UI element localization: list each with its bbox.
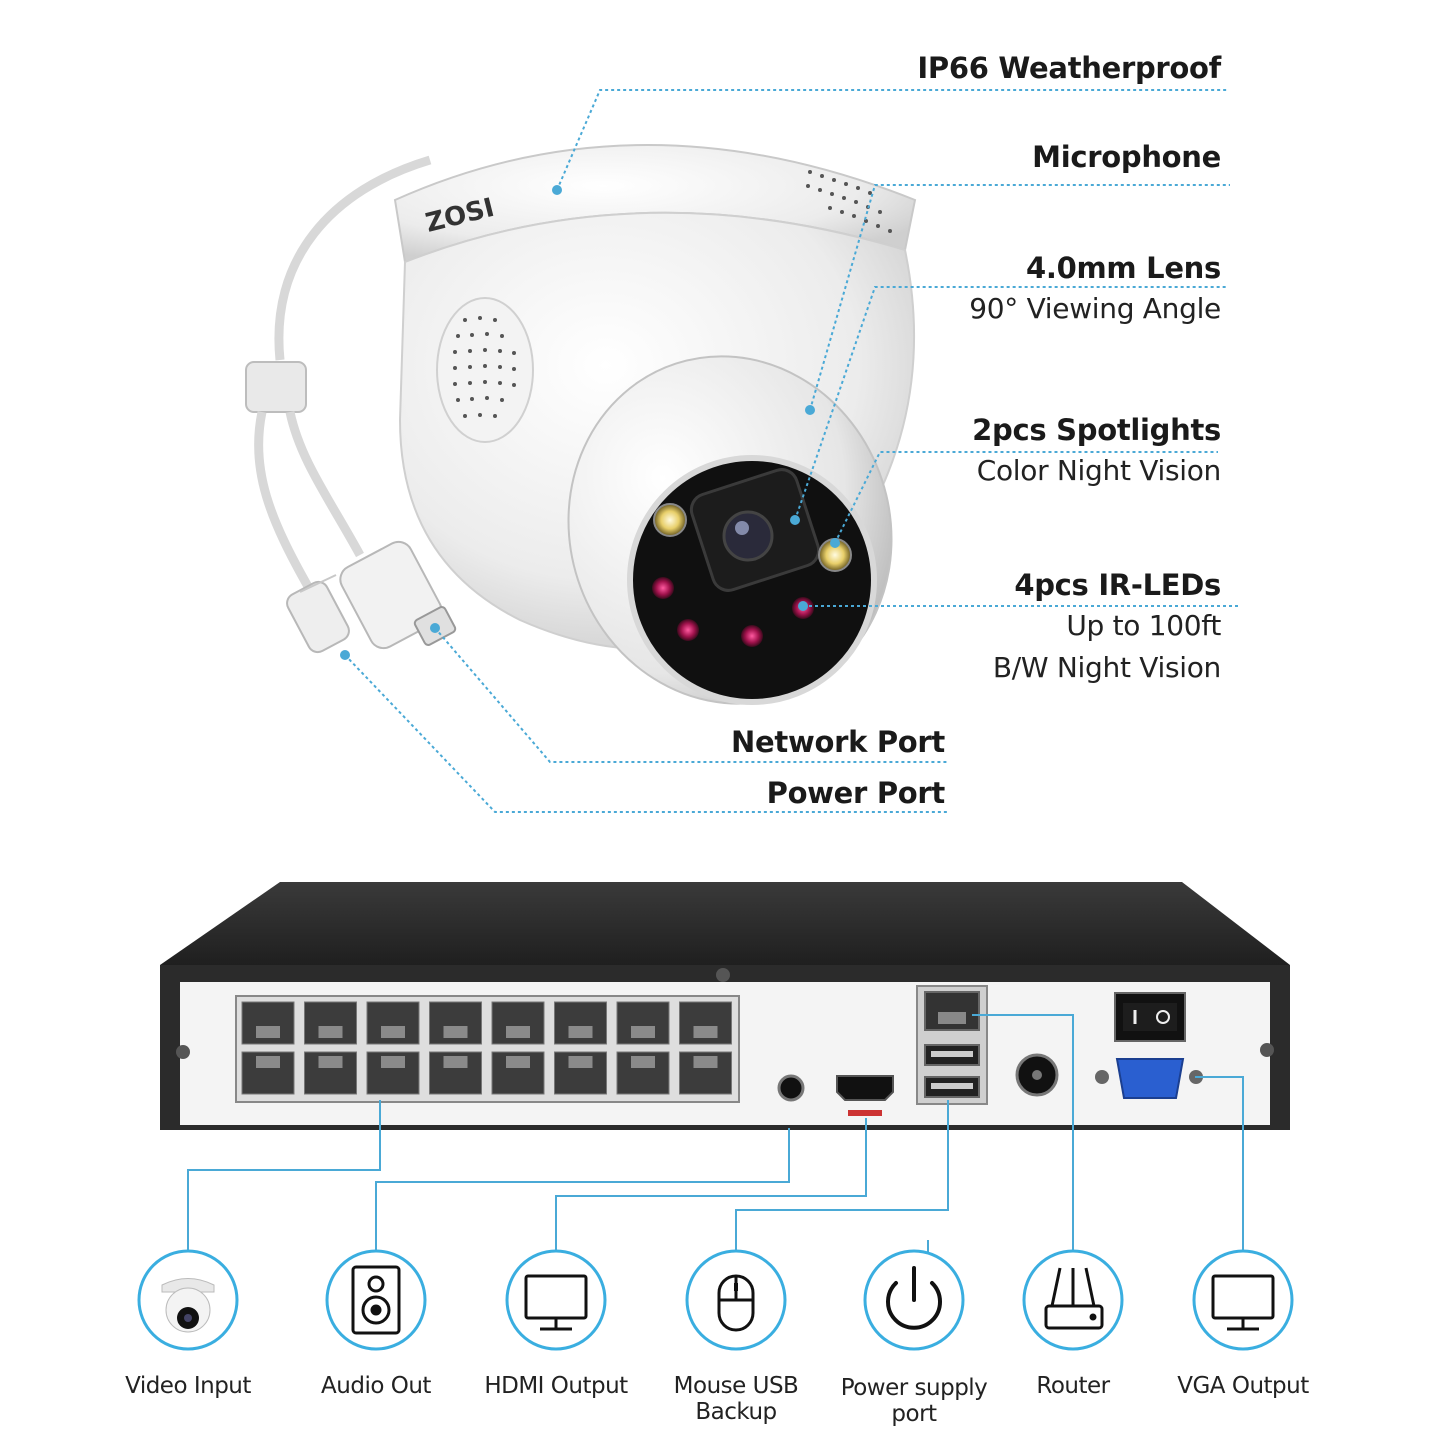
callout-ir-leds: 4pcs IR-LEDs Up to 100ft B/W Night Visio… <box>993 565 1221 689</box>
router-circle <box>1022 1249 1124 1351</box>
vga-output-circle <box>1192 1249 1294 1351</box>
callout-detail: 90° Viewing Angle <box>969 292 1221 325</box>
callout-network-port: Network Port <box>731 722 945 762</box>
port-latch <box>631 1026 655 1038</box>
poe-rj45-port <box>304 1001 357 1045</box>
callout-title: 4.0mm Lens <box>1026 251 1221 285</box>
dome-camera-icon <box>161 1278 215 1333</box>
callout-dot <box>340 650 350 660</box>
callout-microphone: Microphone <box>1032 137 1221 177</box>
callout-spotlights: 2pcs Spotlights Color Night Vision <box>972 410 1221 492</box>
port-latch <box>256 1026 280 1038</box>
nvr-leader-lines <box>187 1014 1244 1255</box>
hdmi-output-circle <box>505 1249 607 1351</box>
monitor-icon <box>524 1274 588 1331</box>
callout-title: Power Port <box>766 776 946 810</box>
callout-detail: Color Night Vision <box>976 454 1222 487</box>
port-latch <box>256 1056 280 1068</box>
port-latch <box>568 1056 593 1068</box>
camera-cable <box>274 155 432 361</box>
lan-port <box>924 991 980 1031</box>
callout-dot <box>790 515 800 525</box>
power-supply-circle <box>863 1249 965 1351</box>
callout-dot <box>830 538 840 548</box>
label-router: Router <box>1036 1373 1110 1399</box>
port-latch <box>693 1026 718 1038</box>
port-latch <box>318 1026 343 1038</box>
monitor-icon <box>1211 1274 1275 1331</box>
port-latch <box>693 1056 718 1068</box>
poe-ports <box>241 1001 732 1095</box>
speaker-icon <box>351 1265 401 1335</box>
callout-title: Microphone <box>1032 140 1221 174</box>
nvr-top <box>160 882 1290 965</box>
power-icon <box>886 1266 942 1330</box>
port-latch <box>443 1026 468 1038</box>
power-connector <box>286 574 350 654</box>
callout-title: IP66 Weatherproof <box>917 51 1221 85</box>
audio-out-jack <box>777 1074 805 1102</box>
ir-led <box>652 577 674 599</box>
callout-weatherproof: IP66 Weatherproof <box>917 48 1221 88</box>
port-latch <box>631 1056 655 1068</box>
spotlight-left <box>653 503 687 537</box>
callout-title: 2pcs Spotlights <box>972 413 1221 447</box>
port-latch <box>443 1056 468 1068</box>
screw-icon <box>176 1045 190 1059</box>
label-audio-out: Audio Out <box>321 1373 431 1399</box>
video-input-circle <box>137 1249 239 1351</box>
callout-detail: Up to 100ft <box>1066 609 1221 642</box>
audio-out-circle <box>325 1249 427 1351</box>
dome-camera: ZOSI <box>245 144 917 705</box>
mouse-usb-circle <box>685 1249 787 1351</box>
nvr-recorder <box>160 882 1290 1130</box>
poe-rj45-port <box>679 1051 732 1095</box>
port-latch <box>506 1056 530 1068</box>
vga-port <box>1115 1058 1185 1099</box>
lens <box>722 510 774 562</box>
callout-dot <box>552 185 562 195</box>
callout-power-port: Power Port <box>766 773 946 813</box>
cable-splitter <box>245 361 307 413</box>
port-latch <box>506 1026 530 1038</box>
callout-lens: 4.0mm Lens 90° Viewing Angle <box>969 248 1221 330</box>
callout-dot <box>805 405 815 415</box>
screw-icon <box>1260 1043 1274 1057</box>
top-vent <box>806 170 892 233</box>
mouse-icon <box>717 1274 755 1332</box>
label-video-input: Video Input <box>125 1373 251 1399</box>
router-icon <box>1044 1267 1104 1330</box>
speaker-grille <box>436 297 534 443</box>
port-latch <box>568 1026 593 1038</box>
callout-dot <box>798 601 808 611</box>
label-vga-output: VGA Output <box>1177 1373 1309 1399</box>
camera-leader-lines <box>344 89 1240 813</box>
callout-dot <box>430 623 440 633</box>
port-latch <box>381 1056 405 1068</box>
callout-title: Network Port <box>731 725 945 759</box>
callout-detail: B/W Night Vision <box>992 651 1221 684</box>
ir-led <box>677 619 699 641</box>
connection-icons <box>137 1249 1294 1351</box>
callout-title: 4pcs IR-LEDs <box>1014 568 1221 602</box>
port-latch <box>318 1056 343 1068</box>
label-hdmi-output: HDMI Output <box>484 1373 628 1399</box>
port-latch <box>381 1026 405 1038</box>
poe-rj45-port <box>304 1051 357 1095</box>
hdmi-port <box>836 1075 894 1101</box>
ir-led <box>741 625 763 647</box>
